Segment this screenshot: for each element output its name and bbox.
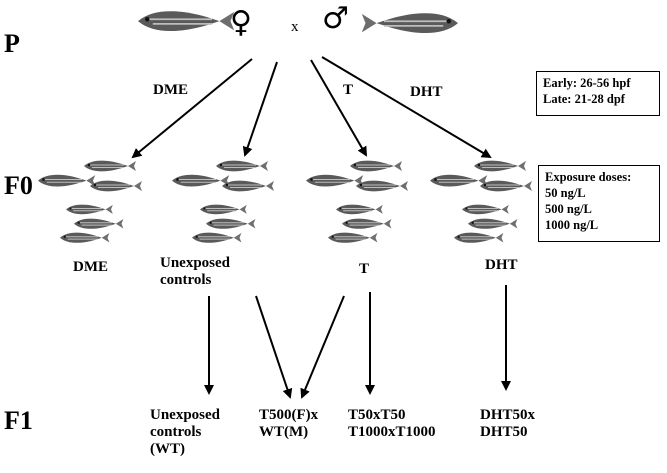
generation-label-f0: F0	[4, 171, 33, 200]
doses-title: Exposure doses:	[545, 170, 632, 184]
arrow-icon	[131, 58, 253, 159]
female-symbol: ♀	[230, 5, 252, 40]
f1-group-wt: Unexposed controls (WT)	[150, 407, 221, 457]
f1-group-dht: DHT50x DHT50	[480, 407, 536, 440]
male-symbol: ♂	[322, 1, 349, 36]
dose-item: 500 ng/L	[545, 202, 592, 216]
zebrafish-icon	[137, 10, 236, 32]
arrow-icon	[255, 295, 293, 399]
f1-group-t: T50xT50 T1000xT1000	[348, 407, 436, 440]
cross-symbol: x	[291, 19, 299, 35]
exposure-window-box: Early: 26-56 hpf Late: 21-28 dpf	[536, 71, 660, 116]
arrow-icon	[300, 295, 345, 399]
f0-group-unexposed: Unexposed controls	[160, 255, 231, 288]
treatment-label-t: T	[343, 82, 354, 98]
arrow-icon	[242, 61, 278, 157]
fish-school-unexposed	[171, 160, 275, 244]
fish-school-t	[305, 160, 409, 244]
f0-group-t: T	[359, 261, 370, 277]
zebrafish-icon	[360, 12, 459, 34]
dose-item: 1000 ng/L	[545, 218, 599, 232]
fish-school-dht	[429, 160, 533, 244]
f0-group-dme: DME	[73, 259, 108, 275]
late-window: Late: 21-28 dpf	[543, 92, 625, 106]
generation-label-f1: F1	[4, 406, 33, 435]
early-window: Early: 26-56 hpf	[543, 76, 631, 90]
arrow-icon	[321, 56, 492, 159]
exposure-doses-box: Exposure doses: 50 ng/L 500 ng/L 1000 ng…	[538, 165, 660, 242]
treatment-label-dht: DHT	[410, 84, 443, 100]
f0-group-dht: DHT	[485, 257, 518, 273]
f1-group-t500: T500(F)x WT(M)	[259, 407, 319, 440]
arrow-icon	[310, 59, 368, 157]
treatment-label-dme: DME	[153, 82, 188, 98]
fish-school-dme	[37, 160, 143, 244]
dose-item: 50 ng/L	[545, 186, 586, 200]
generation-label-p: P	[4, 29, 20, 58]
